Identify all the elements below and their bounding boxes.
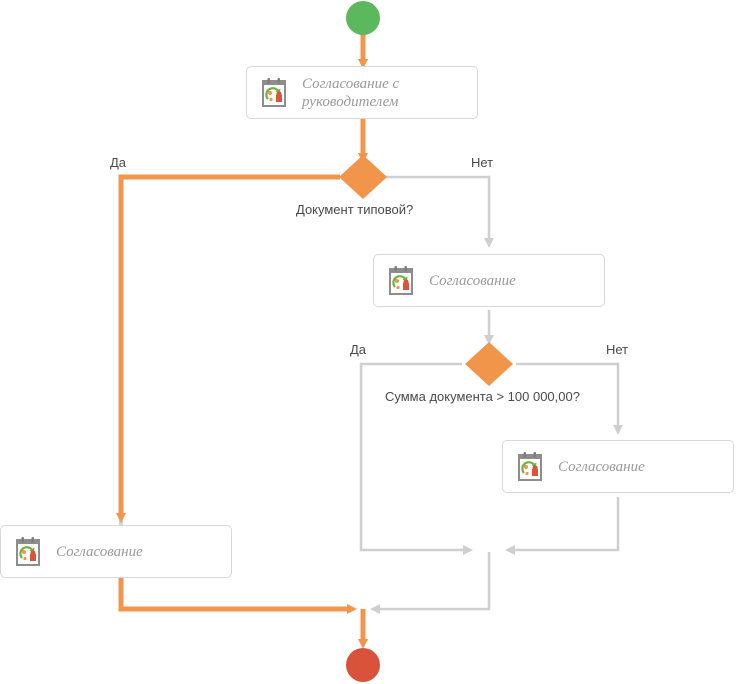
edge-gw1-no (363, 175, 494, 248)
end-event[interactable] (346, 648, 380, 682)
edge-gw1-yes-active (116, 174, 340, 523)
edge-label-gw2-no: Нет (606, 342, 629, 357)
task-label: Согласование (56, 543, 143, 560)
task-label: Согласование (429, 272, 516, 289)
edge-label-gw1-yes: Да (110, 155, 127, 170)
edge-task-left-to-end-junction (118, 578, 357, 614)
edge-label-gw1-no: Нет (471, 155, 494, 170)
edge-gw2-yes (359, 362, 473, 555)
task-label: Согласование (558, 458, 645, 475)
task-approval-right[interactable]: Согласование (502, 440, 734, 493)
gateway-label-standard-doc: Документ типовой? (296, 202, 414, 217)
approval-calendar-icon (386, 265, 416, 297)
approval-calendar-icon (259, 77, 289, 109)
task-manager-approval[interactable]: Согласование с руководителем (246, 66, 478, 119)
task-approval-left[interactable]: Согласование (0, 525, 232, 578)
gateway-amount[interactable] (465, 342, 513, 386)
gateway-label-amount: Сумма документа > 100 000,00? (385, 389, 580, 404)
start-event[interactable] (346, 1, 380, 35)
edge-task-right-to-merge (505, 497, 620, 555)
edge-label-gw2-yes: Да (350, 342, 367, 357)
task-approval-middle[interactable]: Согласование (373, 254, 605, 307)
approval-calendar-icon (13, 536, 43, 568)
approval-calendar-icon (515, 451, 545, 483)
gateway-standard-doc[interactable] (339, 155, 387, 199)
task-label: Согласование с руководителем (302, 75, 400, 110)
edge-merge-to-end (370, 552, 491, 614)
edge-gw2-no (516, 362, 623, 435)
